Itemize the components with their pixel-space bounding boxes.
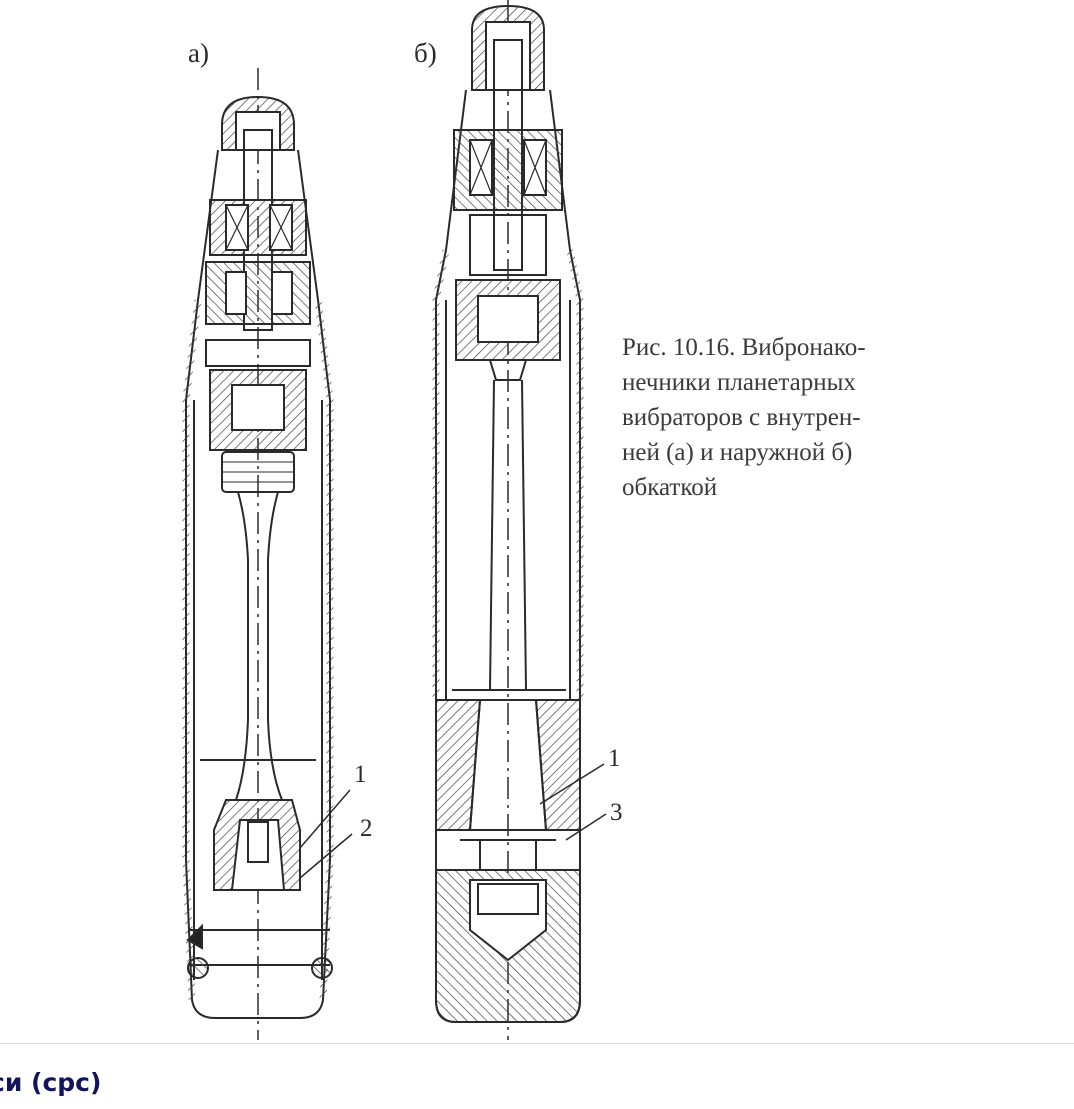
callout-b-3: 3 <box>610 799 623 826</box>
vibrator-tip-a <box>182 68 353 1040</box>
section-heading: си (срс) <box>0 1068 102 1097</box>
callout-a-1: 1 <box>354 761 367 788</box>
caption-line-5: обкаткой <box>622 474 718 501</box>
caption-line-3: вибраторов с внутрен- <box>622 404 861 431</box>
panel-b-label: б) <box>414 38 437 68</box>
vibrator-tip-b <box>432 0 607 1040</box>
divider <box>0 1043 1074 1044</box>
panel-a-label: а) <box>188 38 209 68</box>
callout-a-2: 2 <box>360 815 373 842</box>
caption-line-2: нечники планетарных <box>622 369 856 396</box>
caption-line-4: ней (а) и наружной б) <box>622 439 853 466</box>
caption-line-1: Рис. 10.16. Вибронако- <box>622 334 866 361</box>
figure-caption: Рис. 10.16. Вибронако- нечники планетарн… <box>622 330 1002 505</box>
callout-b-1: 1 <box>608 745 621 772</box>
